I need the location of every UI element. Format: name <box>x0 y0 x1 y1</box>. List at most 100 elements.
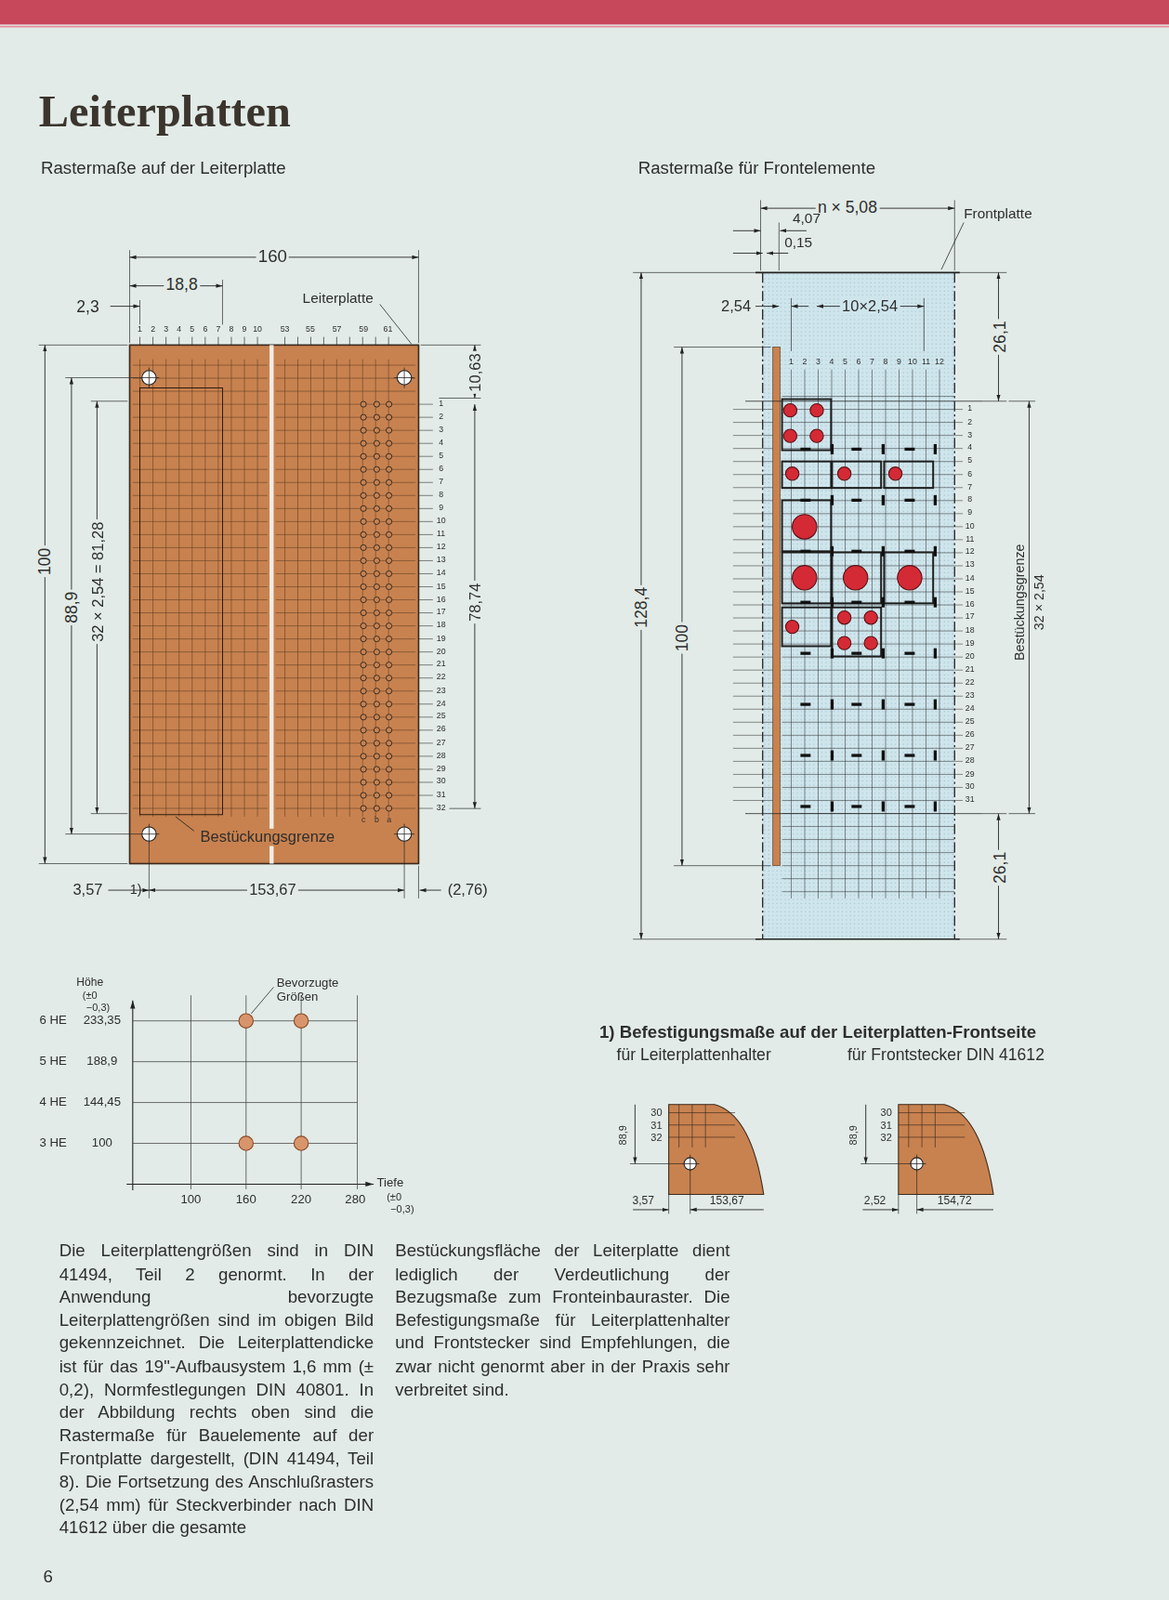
row-number: 2 <box>438 412 444 422</box>
dimension-line <box>733 252 763 254</box>
connector-pin <box>373 753 380 760</box>
grid-line <box>782 473 956 475</box>
row-number: 1 <box>438 399 444 409</box>
dimension-line <box>690 1208 764 1210</box>
extension-line <box>39 863 129 865</box>
control-knob <box>792 514 817 539</box>
row-line <box>418 560 433 562</box>
extension-line <box>148 844 150 899</box>
row-line <box>733 564 774 566</box>
row-number: 20 <box>436 647 447 657</box>
connector-pin <box>360 805 367 812</box>
grid-line <box>275 573 417 575</box>
grid-line <box>275 651 417 653</box>
grid-line <box>275 768 417 770</box>
grid-line <box>678 1104 680 1148</box>
connector-pin <box>386 531 393 538</box>
row-number: 5 <box>967 457 972 467</box>
tolerance: (±0 <box>386 1191 402 1203</box>
dimension-label: (2,76) <box>447 881 488 899</box>
dimension-line <box>44 344 46 864</box>
row-line <box>954 604 963 606</box>
row-number: 13 <box>436 556 447 566</box>
row-line <box>954 473 963 475</box>
dimension-line <box>733 230 762 232</box>
dimension-label: 0,15 <box>784 235 813 251</box>
center-mark <box>148 367 150 389</box>
row-line <box>418 690 433 692</box>
tick <box>297 337 299 346</box>
column-number: 7 <box>869 357 875 368</box>
dimension-line <box>1028 401 1030 815</box>
grid-mark <box>851 601 862 605</box>
connector-pin <box>386 740 393 747</box>
connector-pin <box>373 479 380 486</box>
grid-mark <box>933 750 937 762</box>
row-line <box>954 761 963 762</box>
row-number: 17 <box>436 608 447 618</box>
column-number: 2 <box>150 325 156 335</box>
grid-line <box>275 664 417 666</box>
row-line <box>954 669 963 671</box>
extension-line <box>923 298 925 352</box>
grid-line <box>275 547 417 549</box>
column-number: 1 <box>137 325 143 335</box>
panel-edge <box>755 938 960 941</box>
column-number: 3 <box>815 357 821 368</box>
grid-line <box>921 1104 923 1148</box>
grid-line <box>844 369 846 899</box>
dimension-label: 32 × 2,54 <box>1032 572 1048 632</box>
row-line <box>418 729 433 731</box>
grid-line <box>275 404 417 406</box>
grid-mark <box>904 753 915 757</box>
row-line <box>418 521 433 523</box>
row-line <box>418 534 433 536</box>
grid-mark <box>851 447 862 451</box>
row-number: 3 <box>438 425 444 435</box>
connector-pin <box>386 688 393 695</box>
connector-pin <box>360 414 367 421</box>
grid-line <box>275 638 417 640</box>
connector-pin <box>373 531 380 538</box>
column-number: 4 <box>176 325 182 335</box>
grid-mark <box>933 801 937 812</box>
row-line <box>733 774 774 775</box>
row-line <box>954 551 963 553</box>
connector-pin <box>386 414 393 421</box>
row-line <box>418 404 433 406</box>
connector-pin <box>373 636 380 643</box>
column-number: 61 <box>383 325 394 335</box>
grid-line <box>782 591 956 592</box>
grid-line <box>275 391 417 393</box>
row-line <box>418 742 433 744</box>
row-line <box>954 486 963 488</box>
row-number: 11 <box>436 530 446 540</box>
extension-line <box>65 833 139 835</box>
row-number: 16 <box>965 600 975 610</box>
grid-mark <box>800 753 811 757</box>
tick <box>244 337 246 346</box>
grid-line <box>244 359 246 817</box>
grid-mark <box>904 550 915 553</box>
grid-line <box>782 826 956 828</box>
grid-line <box>275 703 417 705</box>
footnote-heading: 1) Befestigungsmaße auf der Leiterplatte… <box>599 1024 1037 1044</box>
front-panel <box>762 272 956 939</box>
indicator-lamp <box>837 636 851 650</box>
part-name: Leiterplatte <box>302 289 374 306</box>
grid-mark <box>881 648 885 659</box>
row-line <box>954 564 963 566</box>
grid-line <box>925 369 927 899</box>
row-number: 23 <box>965 691 975 701</box>
component-outline <box>831 551 881 604</box>
row-line <box>733 434 774 436</box>
dimension-label: 88,9 <box>847 1125 859 1145</box>
dimension-label: 88,9 <box>62 589 80 626</box>
column-number: 8 <box>883 357 889 368</box>
grid-mark <box>881 546 885 557</box>
extension-line <box>91 400 129 402</box>
connector-pin <box>373 505 380 512</box>
grid-line <box>782 748 956 749</box>
grid-line <box>817 369 819 899</box>
row-line <box>954 499 963 501</box>
